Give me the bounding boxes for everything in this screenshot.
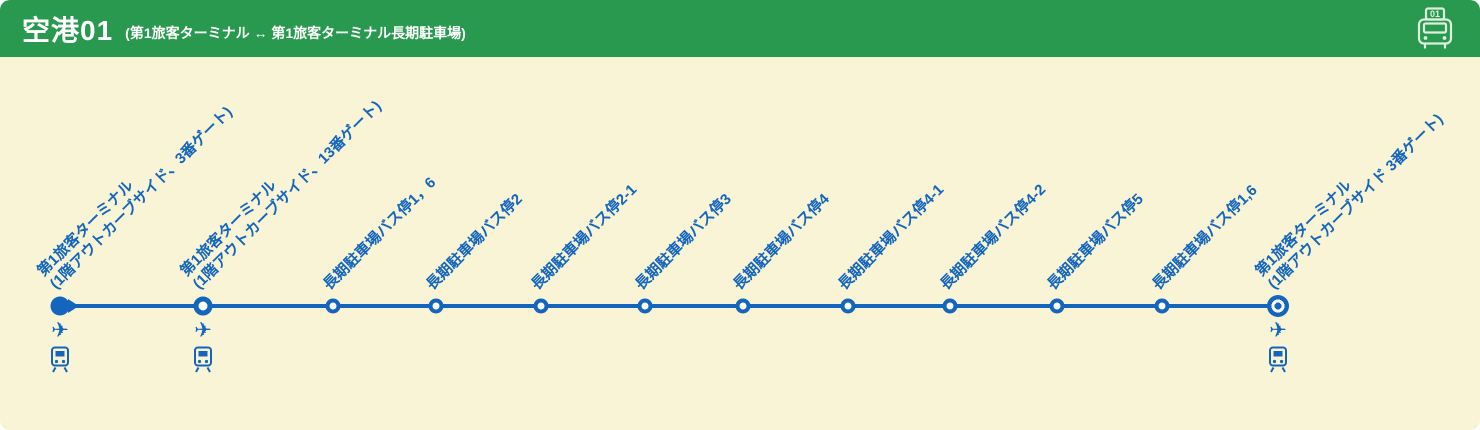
stop-dot-minor bbox=[942, 298, 958, 314]
stop-label: 長期駐車場バス停3 bbox=[632, 190, 736, 294]
stop-dot-major bbox=[193, 296, 213, 316]
route-line bbox=[60, 304, 1278, 308]
stop-transfer-icons: ✈ bbox=[1267, 320, 1289, 373]
stop-label: 長期駐車場バス停4-2 bbox=[937, 181, 1050, 294]
stop-label: 第1旅客ターミナル(1階アウトカーブサイド 3番ゲート) bbox=[1252, 98, 1448, 294]
stop-name: 長期駐車場バス停4-1 bbox=[835, 180, 948, 294]
stop-dot-minor bbox=[1154, 298, 1170, 314]
bus-icon-wrap: 01 bbox=[1412, 6, 1458, 52]
direction-arrow-icon bbox=[68, 299, 79, 313]
airplane-icon: ✈ bbox=[194, 319, 212, 342]
stop-name: 長期駐車場バス停1,6 bbox=[1149, 181, 1261, 294]
stop-dot-minor bbox=[840, 298, 856, 314]
airplane-icon: ✈ bbox=[51, 319, 69, 342]
stop-name: 長期駐車場バス停3 bbox=[632, 190, 735, 294]
train-icon bbox=[1269, 346, 1287, 373]
stop-sublabel: (1階アウトカーブサイド 3番ゲート) bbox=[1265, 111, 1447, 294]
route-body: 第1旅客ターミナル(1階アウトカーブサイド、3番ゲート)✈第1旅客ターミナル(1… bbox=[0, 57, 1480, 430]
stop-dot-minor bbox=[1049, 298, 1065, 314]
route-description: (第1旅客ターミナル ↔ 第1旅客ターミナル長期駐車場) bbox=[125, 24, 466, 41]
train-icon bbox=[194, 346, 212, 373]
stop-name: 長期駐車場バス停4 bbox=[730, 190, 833, 294]
stop-name: 長期駐車場バス停2-1 bbox=[528, 180, 641, 294]
stop-name: 長期駐車場バス停1，6 bbox=[320, 173, 440, 294]
stop-dot-start bbox=[50, 296, 70, 316]
stop-label: 長期駐車場バス停4-1 bbox=[835, 181, 948, 294]
stop-dot-minor bbox=[533, 298, 549, 314]
stop-dot-minor bbox=[428, 298, 444, 314]
route-number: 空港01 bbox=[22, 14, 114, 46]
stop-name: 第1旅客ターミナル bbox=[1252, 177, 1355, 281]
stop-transfer-icons: ✈ bbox=[49, 320, 71, 373]
stop-dot-minor bbox=[735, 298, 751, 314]
train-icon bbox=[51, 346, 69, 373]
stop-label: 長期駐車場バス停1,6 bbox=[1149, 181, 1262, 294]
airplane-icon: ✈ bbox=[1269, 319, 1287, 342]
stop-name: 長期駐車場バス停4-2 bbox=[937, 180, 1050, 294]
svg-text:01: 01 bbox=[1430, 9, 1440, 19]
stop-label: 長期駐車場バス停5 bbox=[1044, 190, 1148, 294]
stop-dot-minor bbox=[325, 298, 341, 314]
stop-transfer-icons: ✈ bbox=[192, 320, 214, 373]
stop-dot-end bbox=[1267, 295, 1289, 317]
stop-label: 長期駐車場バス停1，6 bbox=[320, 174, 440, 294]
stop-name: 長期駐車場バス停5 bbox=[1044, 190, 1147, 294]
bus-icon: 01 bbox=[1417, 6, 1453, 48]
stop-dot-minor bbox=[637, 298, 653, 314]
stop-label: 長期駐車場バス停2-1 bbox=[528, 181, 641, 294]
stop-name: 長期駐車場バス停2 bbox=[423, 190, 526, 294]
stop-label: 長期駐車場バス停2 bbox=[423, 190, 527, 294]
route-header: 空港01 (第1旅客ターミナル ↔ 第1旅客ターミナル長期駐車場) 01 bbox=[0, 0, 1480, 57]
stop-label: 長期駐車場バス停4 bbox=[730, 190, 834, 294]
